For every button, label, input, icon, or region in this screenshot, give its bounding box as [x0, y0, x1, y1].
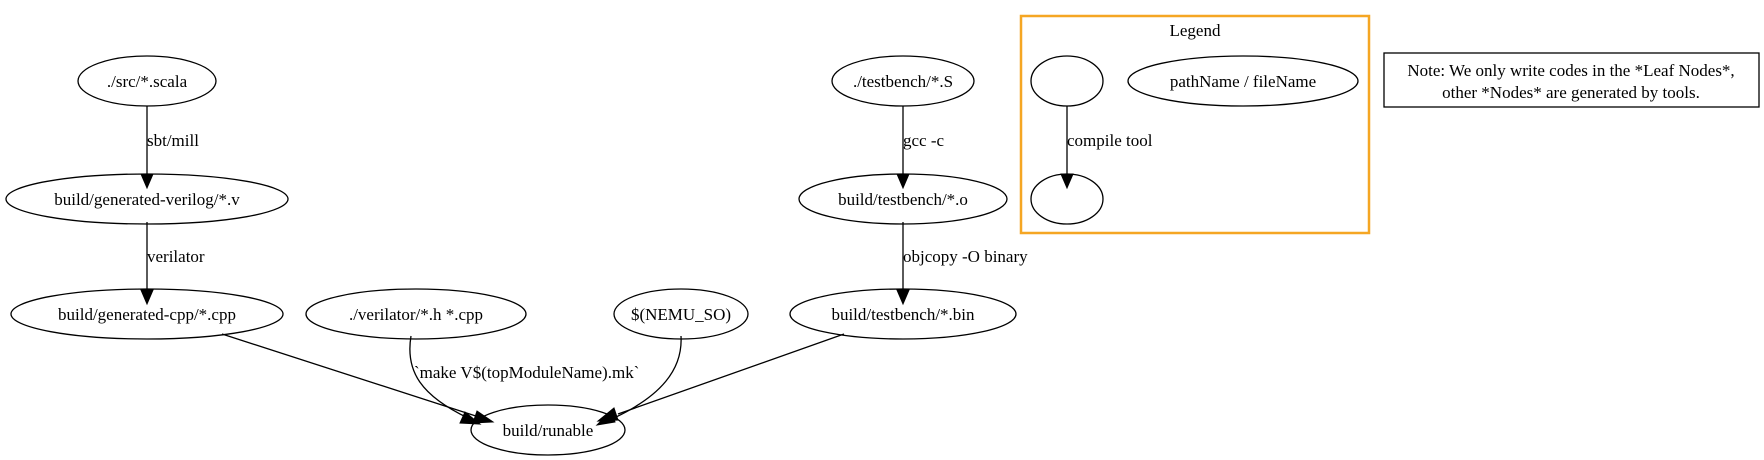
edge-label-objcopy: objcopy -O binary [903, 247, 1028, 266]
node-testbench-bin: build/testbench/*.bin [789, 288, 1017, 340]
node-testbench-o-label: build/testbench/*.o [838, 190, 968, 209]
node-verilator-sources-label: ./verilator/*.h *.cpp [349, 305, 483, 324]
edge-gcc-arrowhead [896, 173, 910, 190]
node-testbench-o: build/testbench/*.o [798, 173, 1008, 225]
legend-title: Legend [1170, 21, 1221, 40]
edge-label-gcc: gcc -c [903, 131, 945, 150]
node-runable: build/runable [470, 404, 626, 456]
legend-sample-edge-arrowhead [1060, 173, 1074, 190]
node-nemu-so-label: $(NEMU_SO) [631, 305, 731, 324]
node-nemu-so: $(NEMU_SO) [613, 288, 749, 340]
edge-verilator-sources-to-runable [409, 335, 469, 419]
edge-cpp-to-runable [221, 333, 483, 419]
node-generated-cpp-label: build/generated-cpp/*.cpp [58, 305, 236, 324]
node-generated-verilog: build/generated-verilog/*.v [5, 173, 289, 225]
node-src-scala: ./src/*.scala [77, 55, 217, 107]
legend-sample-source-node [1030, 55, 1104, 107]
edge-label-make: `make V$(topModuleName).mk` [414, 363, 639, 382]
node-testbench-s-label: ./testbench/*.S [853, 72, 953, 91]
note-box-frame [1383, 52, 1760, 108]
node-src-scala-label: ./src/*.scala [107, 72, 188, 91]
node-verilator-sources: ./verilator/*.h *.cpp [305, 288, 527, 340]
edge-label-sbt-mill: sbt/mill [147, 131, 199, 150]
note-line-2: other *Nodes* are generated by tools. [1442, 83, 1700, 102]
note-line-1: Note: We only write codes in the *Leaf N… [1407, 61, 1734, 80]
legend-frame [1019, 14, 1371, 235]
edge-label-verilator: verilator [147, 247, 205, 266]
node-generated-cpp: build/generated-cpp/*.cpp [10, 288, 284, 340]
edge-bin-to-runable [617, 333, 845, 415]
legend-edge-label: compile tool [1067, 131, 1153, 150]
node-testbench-bin-label: build/testbench/*.bin [831, 305, 975, 324]
edge-objcopy-arrowhead [896, 289, 910, 306]
node-testbench-s: ./testbench/*.S [831, 55, 975, 107]
node-generated-verilog-label: build/generated-verilog/*.v [54, 190, 240, 209]
legend-named-node [1127, 55, 1359, 107]
node-runable-label: build/runable [503, 421, 594, 440]
legend: Legend compile tool pathName / fileName [1019, 14, 1371, 235]
edge-sbt-mill-arrowhead [140, 173, 154, 190]
edge-verilator-arrowhead [140, 289, 154, 306]
note-box: Note: We only write codes in the *Leaf N… [1383, 52, 1760, 108]
legend-node-label: pathName / fileName [1170, 72, 1316, 91]
